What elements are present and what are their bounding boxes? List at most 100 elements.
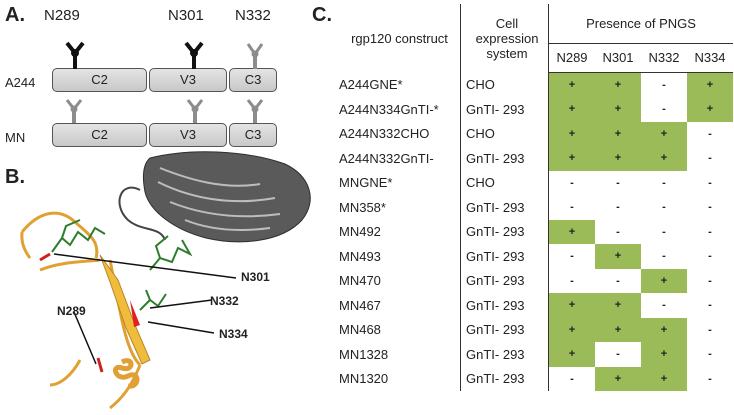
table-row: A244GNE*CHO++-+ <box>335 72 733 97</box>
site-presence-cell: + <box>548 97 595 122</box>
site-presence-cell: + <box>595 97 641 122</box>
construct-cell: MN1320 <box>339 371 389 387</box>
site-presence-cell: - <box>662 201 666 214</box>
annotation-n334: N334 <box>219 327 248 341</box>
site-presence-cell: + <box>595 72 641 97</box>
system-cell: GnTI- 293 <box>460 219 549 244</box>
site-presence-cell: - <box>570 250 574 263</box>
system-cell: GnTI- 293 <box>460 195 549 220</box>
site-presence-cell: + <box>595 366 641 391</box>
site-presence-cell: + <box>687 72 733 97</box>
system-cell: CHO <box>460 121 549 146</box>
site-presence-cell: + <box>595 146 641 171</box>
domain-c2-a244: C2 <box>52 68 147 92</box>
site-presence-cell: + <box>595 121 641 146</box>
site-presence-cell: + <box>595 317 641 342</box>
site-presence-cell: + <box>548 317 595 342</box>
site-presence-cell: - <box>662 250 666 263</box>
construct-cell: A244N332GnTI- <box>339 150 434 166</box>
annotation-n289: N289 <box>57 304 86 318</box>
site-presence-cell: + <box>548 293 595 318</box>
system-cell: GnTI- 293 <box>460 97 549 122</box>
system-cell: GnTI- 293 <box>460 268 549 293</box>
site-presence-cell: - <box>708 372 712 385</box>
site-presence-cell: + <box>641 317 687 342</box>
glycan-icon <box>65 99 83 123</box>
site-presence-cell: - <box>708 127 712 140</box>
domain-v3-a244: V3 <box>149 68 227 92</box>
header-system: Cell expression system <box>460 4 549 72</box>
system-cell: GnTI- 293 <box>460 146 549 171</box>
domain-v3-mn: V3 <box>149 123 227 147</box>
system-cell: GnTI- 293 <box>460 244 549 269</box>
site-presence-cell: + <box>595 244 641 269</box>
header-construct: rgp120 construct <box>351 30 448 46</box>
construct-cell: A244N332CHO <box>339 126 430 142</box>
construct-cell: MN493 <box>339 248 381 264</box>
glycan-icon <box>246 43 264 69</box>
table-row: A244N334GnTI-*GnTI- 293++-+ <box>335 97 733 122</box>
panel-a-label: A. <box>5 4 25 26</box>
header-site: N301 <box>595 43 641 73</box>
glycan-icon <box>65 41 85 69</box>
construct-cell: MN470 <box>339 273 381 289</box>
site-presence-cell: + <box>641 342 687 367</box>
site-presence-cell: + <box>548 72 595 97</box>
construct-cell: MN358* <box>339 199 386 215</box>
site-presence-cell: - <box>662 176 666 189</box>
header-site: N289 <box>548 43 595 73</box>
site-presence-cell: - <box>708 274 712 287</box>
system-cell: GnTI- 293 <box>460 293 549 318</box>
site-label-n289: N289 <box>44 7 80 24</box>
domain-c2-mn: C2 <box>52 123 147 147</box>
construct-cell: A244GNE* <box>339 77 403 92</box>
site-presence-cell: - <box>708 152 712 165</box>
row-label-mn: MN <box>5 130 26 145</box>
construct-cell: MN467 <box>339 297 381 313</box>
site-label-n301: N301 <box>168 7 204 24</box>
site-presence-cell: - <box>616 176 620 189</box>
panel-b-label: B. <box>5 166 25 188</box>
site-presence-cell: - <box>570 372 574 385</box>
site-presence-cell: + <box>687 97 733 122</box>
panel-c-label: C. <box>312 4 332 26</box>
header-presence: Presence of PNGS <box>548 4 733 44</box>
glycan-icon <box>184 41 204 69</box>
site-presence-cell: + <box>641 146 687 171</box>
construct-cell: MN1328 <box>339 346 389 362</box>
site-presence-cell: - <box>616 348 620 361</box>
construct-cell: MN468 <box>339 322 381 338</box>
site-presence-cell: - <box>708 176 712 189</box>
domain-c3-a244: C3 <box>229 68 277 92</box>
site-presence-cell: - <box>570 274 574 287</box>
site-presence-cell: - <box>708 348 712 361</box>
protein-structure-image <box>20 151 311 410</box>
site-presence-cell: - <box>662 299 666 312</box>
glycan-icon <box>246 99 264 123</box>
site-presence-cell: - <box>570 176 574 189</box>
site-label-n332: N332 <box>235 7 271 24</box>
system-cell: CHO <box>460 170 549 195</box>
site-presence-cell: + <box>641 268 687 293</box>
site-presence-cell: - <box>708 225 712 238</box>
row-label-a244: A244 <box>5 75 36 90</box>
construct-cell: MN492 <box>339 224 381 240</box>
table-row: MNGNE* CHO - - - - <box>335 170 733 195</box>
site-presence-cell: + <box>548 219 595 244</box>
header-site: N334 <box>687 43 733 73</box>
table-row: A244N332GnTI-GnTI- 293+++- <box>335 146 733 171</box>
site-presence-cell: + <box>548 121 595 146</box>
site-presence-cell: - <box>708 299 712 312</box>
construct-cell: MNGNE* <box>339 175 393 191</box>
site-presence-cell: + <box>595 293 641 318</box>
site-presence-cell: - <box>708 250 712 263</box>
system-cell: GnTI- 293 <box>460 366 549 391</box>
annotation-n301: N301 <box>241 270 270 284</box>
site-presence-cell: - <box>662 78 666 91</box>
